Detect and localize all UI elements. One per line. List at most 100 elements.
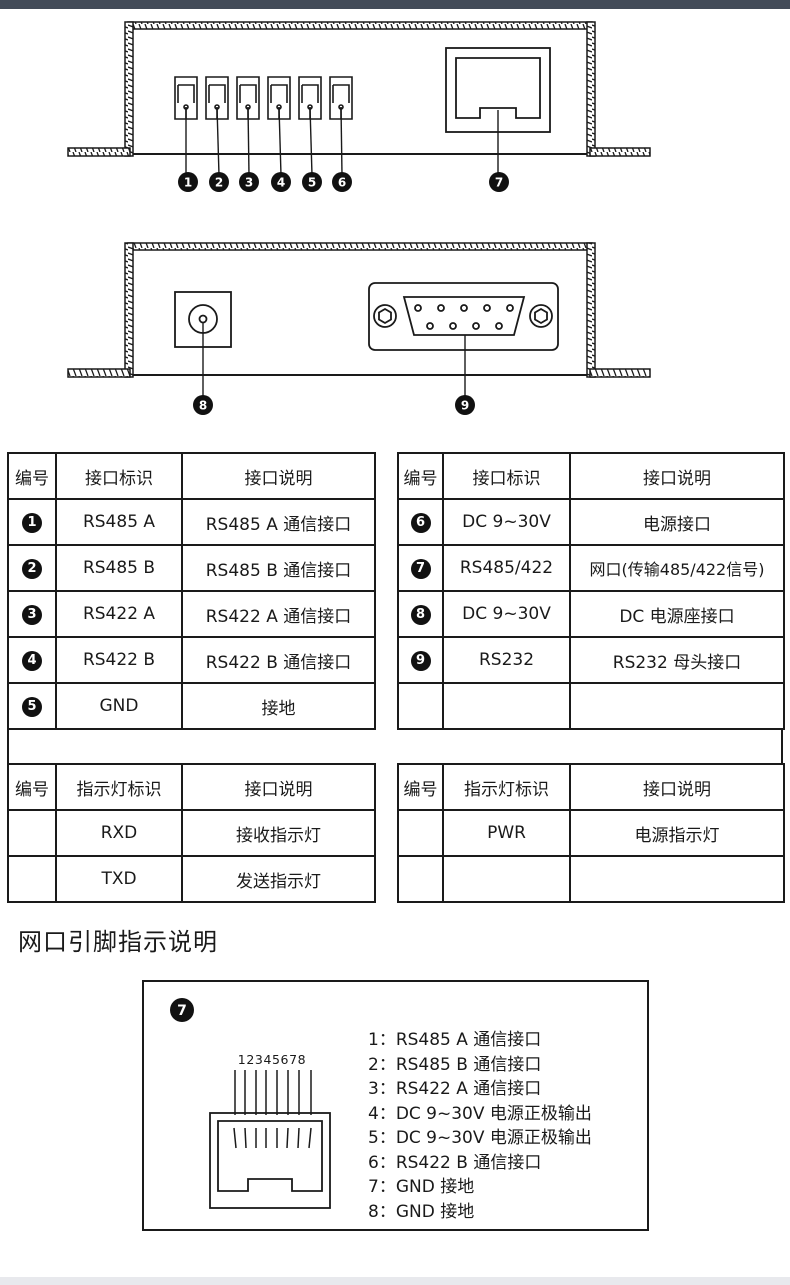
- table-row: 4 RS422 B RS422 B 通信接口: [7, 636, 376, 684]
- table-row: 5 GND 接地: [7, 682, 376, 730]
- num-badge: 3: [22, 605, 42, 625]
- num-cell: [397, 809, 444, 857]
- header-cell: 接口说明: [181, 452, 376, 500]
- desc-cell: 接收指示灯: [181, 809, 376, 857]
- rj45-pin-list: 1：RS485 A 通信接口 2：RS485 B 通信接口 3：RS422 A …: [368, 1028, 592, 1224]
- indicator-table-left: 编号 指示灯标识 接口说明 RXD 接收指示灯 TXD 发送指示灯: [7, 763, 376, 903]
- badge-2: [209, 172, 229, 192]
- front-panel: [67, 21, 651, 157]
- badge-3: [239, 172, 259, 192]
- id-cell: TXD: [55, 855, 183, 903]
- pin-item: 3：RS422 A 通信接口: [368, 1079, 542, 1099]
- header-cell: 接口标识: [442, 452, 571, 500]
- id-cell: RS485/422: [442, 544, 571, 592]
- table-row: PWR 电源指示灯: [397, 809, 785, 857]
- rj45-pin-box: [142, 980, 649, 1231]
- device-diagram: 1 2 3 4 5 6 7: [67, 21, 651, 415]
- front-badges: 1 2 3 4 5 6 7: [178, 172, 509, 192]
- desc-cell: RS485 A 通信接口: [181, 498, 376, 546]
- num-cell: 6: [397, 498, 444, 546]
- id-cell: PWR: [442, 809, 571, 857]
- badge-4: [271, 172, 291, 192]
- id-cell: RS485 A: [55, 498, 183, 546]
- header-cell: 编号: [7, 452, 57, 500]
- pin-item: 6：RS422 B 通信接口: [368, 1152, 542, 1173]
- header-cell: 接口说明: [569, 763, 785, 811]
- table-spacer: [7, 728, 783, 764]
- badge-6-label: 6: [338, 176, 346, 190]
- badge-7-label: 7: [495, 176, 503, 190]
- interface-table-left: 编号 接口标识 接口说明 1 RS485 A RS485 A 通信接口 2 RS…: [7, 452, 376, 730]
- id-cell: RS232: [442, 636, 571, 684]
- desc-cell: RS232 母头接口: [569, 636, 785, 684]
- badge-5: [302, 172, 322, 192]
- id-cell: [442, 682, 571, 730]
- header-cell: 接口说明: [569, 452, 785, 500]
- id-cell: RS422 B: [55, 636, 183, 684]
- table-header-row: 编号 指示灯标识 接口说明: [397, 763, 785, 811]
- pin-item: 5：DC 9~30V 电源正极输出: [368, 1128, 592, 1148]
- num-badge: 4: [22, 651, 42, 671]
- table-header-row: 编号 接口标识 接口说明: [397, 452, 785, 500]
- num-cell: 9: [397, 636, 444, 684]
- indicator-table-right: 编号 指示灯标识 接口说明 PWR 电源指示灯: [397, 763, 785, 903]
- id-cell: DC 9~30V: [442, 498, 571, 546]
- front-leader-lines: [185, 106, 499, 176]
- table-row: 7 RS485/422 网口(传输485/422信号): [397, 544, 785, 592]
- badge-3-label: 3: [245, 176, 253, 190]
- pin-item: 4：DC 9~30V 电源正极输出: [368, 1103, 592, 1124]
- num-cell: 8: [397, 590, 444, 638]
- id-cell: RXD: [55, 809, 183, 857]
- num-badge: 6: [410, 513, 431, 533]
- num-badge: 8: [410, 605, 431, 625]
- table-row: 1 RS485 A RS485 A 通信接口: [7, 498, 376, 546]
- desc-cell: 发送指示灯: [181, 855, 376, 903]
- num-cell: 5: [7, 682, 57, 730]
- table-row: 2 RS485 B RS485 B 通信接口: [7, 544, 376, 592]
- header-cell: 接口标识: [55, 452, 183, 500]
- num-badge: 1: [22, 513, 42, 533]
- desc-cell: RS485 B 通信接口: [181, 544, 376, 592]
- id-cell: GND: [55, 682, 183, 730]
- num-cell: 7: [397, 544, 444, 592]
- header-cell: 指示灯标识: [55, 763, 183, 811]
- desc-cell: 网口(传输485/422信号): [569, 544, 785, 592]
- desc-cell: 接地: [181, 682, 376, 730]
- pin-item: 7：GND 接地: [368, 1177, 475, 1197]
- badge-8: [193, 395, 213, 415]
- num-badge: 7: [410, 559, 431, 579]
- table-row: 9 RS232 RS232 母头接口: [397, 636, 785, 684]
- num-badge: 2: [22, 559, 42, 579]
- num-badge: 9: [410, 651, 431, 671]
- table-row: 8 DC 9~30V DC 电源座接口: [397, 590, 785, 638]
- desc-cell: [569, 682, 785, 730]
- pin-item: 1：RS485 A 通信接口: [368, 1030, 542, 1050]
- table-header-row: 编号 指示灯标识 接口说明: [7, 763, 376, 811]
- table-row: [397, 855, 785, 903]
- num-cell: [397, 855, 444, 903]
- desc-cell: RS422 A 通信接口: [181, 590, 376, 638]
- num-cell: 4: [7, 636, 57, 684]
- table-header-row: 编号 接口标识 接口说明: [7, 452, 376, 500]
- num-badge: 5: [22, 697, 42, 717]
- db9-connector: [368, 282, 559, 351]
- desc-cell: 电源指示灯: [569, 809, 785, 857]
- badge-4-label: 4: [277, 176, 285, 190]
- badge-5-label: 5: [308, 176, 316, 190]
- table-row: [397, 682, 785, 730]
- top-bar: [0, 0, 790, 9]
- badge-9: [455, 395, 475, 415]
- badge-1: [178, 172, 198, 192]
- badge-2-label: 2: [215, 176, 223, 190]
- header-cell: 编号: [7, 763, 57, 811]
- id-cell: DC 9~30V: [442, 590, 571, 638]
- badge-7: [489, 172, 509, 192]
- header-cell: 编号: [397, 763, 444, 811]
- back-leader-lines: [202, 322, 466, 398]
- id-cell: RS485 B: [55, 544, 183, 592]
- back-panel: [67, 242, 651, 378]
- interface-table-right: 编号 接口标识 接口说明 6 DC 9~30V 电源接口 7 RS485/422…: [397, 452, 785, 730]
- badge-9-label: 9: [461, 399, 469, 413]
- num-cell: 1: [7, 498, 57, 546]
- header-cell: 编号: [397, 452, 444, 500]
